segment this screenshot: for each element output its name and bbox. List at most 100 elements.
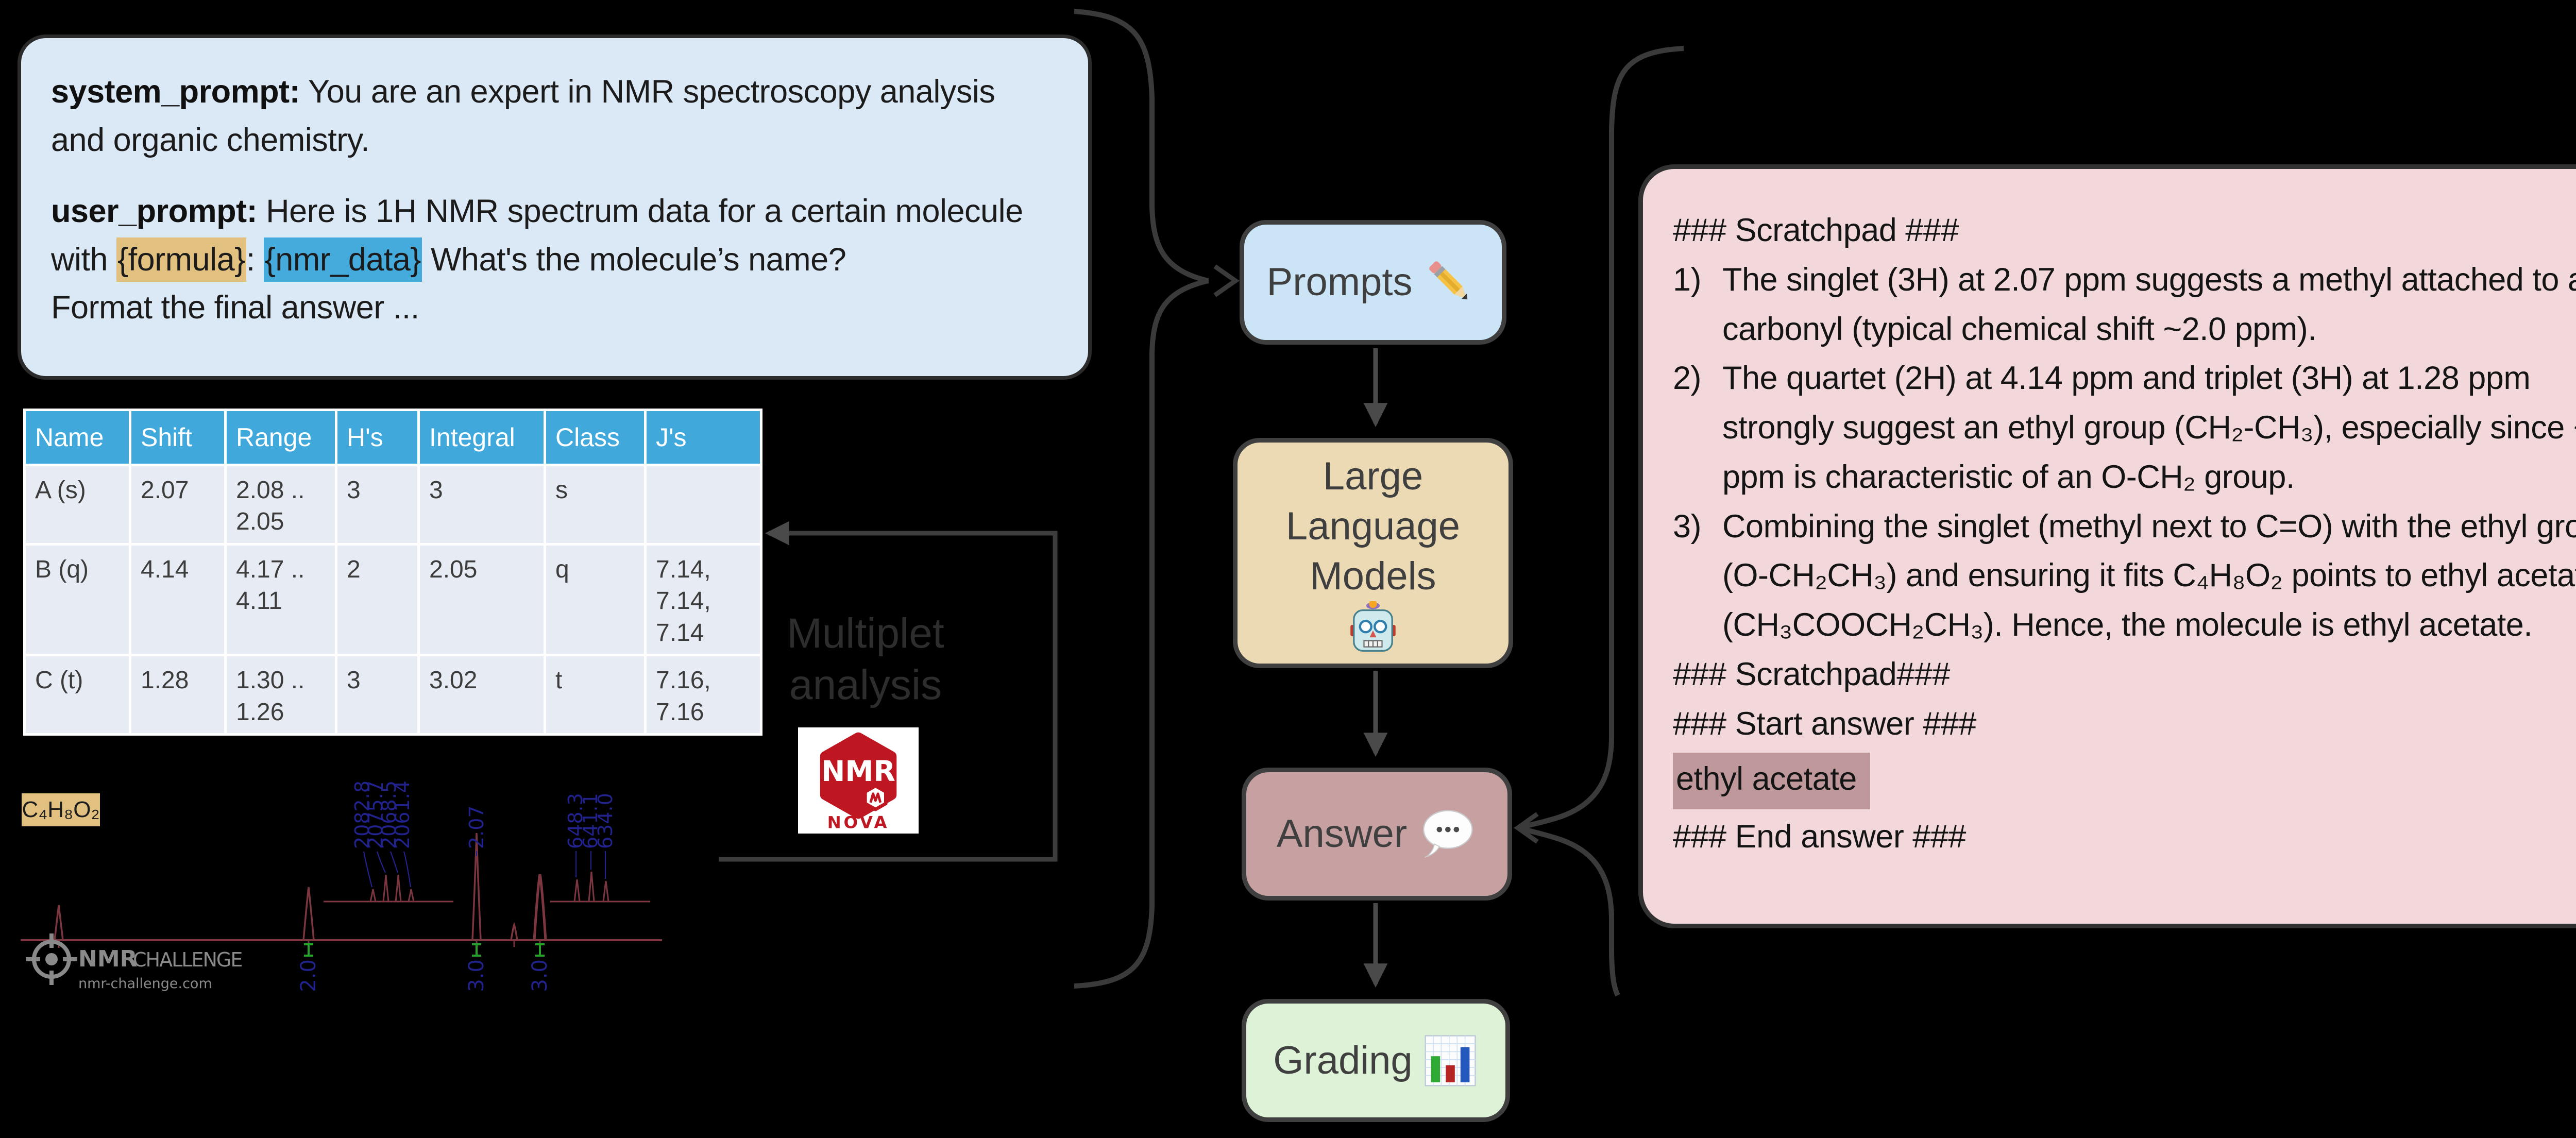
- formula-token: {formula}: [116, 237, 246, 282]
- logo-nmr-text: NMR: [821, 755, 895, 788]
- end-answer-tag: ### End answer ###: [1673, 819, 1966, 855]
- table-header-row: Name Shift Range H's Integral Class J's: [26, 411, 760, 464]
- cell: s: [546, 466, 644, 543]
- user-prompt-text: Here is 1H NMR spectrum data for a certa…: [51, 193, 1023, 278]
- prompts-arrowhead-icon: [1213, 264, 1240, 297]
- col-header: Range: [227, 411, 335, 464]
- scratchpad-item: 1) The singlet (3H) at 2.07 ppm suggests…: [1673, 256, 2576, 354]
- pencil-icon: [1429, 261, 1468, 300]
- final-answer-highlight: ethyl acetate: [1673, 753, 1870, 809]
- cell: 1.30 .. 1.26: [227, 656, 335, 734]
- col-header: Shift: [131, 411, 224, 464]
- peak-hz-label: 2082.8: [351, 780, 374, 849]
- item-number: 2): [1673, 360, 1702, 397]
- scratchpad-item: 3) Combining the singlet (methyl next to…: [1673, 502, 2576, 650]
- cell: 1.28: [131, 656, 224, 734]
- col-header: J's: [647, 411, 760, 464]
- llm-box: Large Language Models: [1233, 438, 1513, 668]
- col-header: Class: [546, 411, 644, 464]
- user-prompt-line: user_prompt: Here is 1H NMR spectrum dat…: [51, 188, 1031, 333]
- system-prompt-line: system_prompt: You are an expert in NMR …: [51, 68, 1031, 165]
- nmr-data-token: {nmr_data}: [263, 237, 422, 282]
- integral-label: 3.0: [528, 959, 552, 992]
- cell: 7.14, 7.14, 7.14: [647, 545, 760, 654]
- prompts-box: Prompts: [1240, 220, 1506, 345]
- prompt-note: system_prompt: You are an expert in NMR …: [18, 35, 1092, 380]
- speech-balloon-icon: [1423, 810, 1473, 858]
- cell: 4.17 .. 4.11: [227, 545, 335, 654]
- item-text: The quartet (2H) at 4.14 ppm and triplet…: [1722, 360, 2576, 495]
- cell: C (t): [26, 656, 129, 734]
- integral-label: 3.0: [465, 959, 488, 992]
- integral-label: 2.0: [297, 959, 320, 992]
- llm-label-line: Language: [1285, 504, 1461, 548]
- peak-hz-label: 634.0: [594, 793, 617, 849]
- grading-label: Grading: [1273, 1038, 1413, 1082]
- cell: 7.16, 7.16: [647, 656, 760, 734]
- cell: 2.05: [420, 545, 544, 654]
- multiplet-analysis-label: Multiplet analysis: [757, 608, 974, 711]
- peaks-table: Name Shift Range H's Integral Class J's …: [23, 409, 762, 736]
- cell: B (q): [26, 545, 129, 654]
- answer-box: Answer: [1242, 768, 1512, 901]
- watermark-title: NMR: [78, 946, 138, 972]
- item-text: Combining the singlet (methyl next to C=…: [1722, 508, 2576, 643]
- col-header: Name: [26, 411, 129, 464]
- item-number: 1): [1673, 261, 1702, 298]
- cell: 3: [337, 656, 417, 734]
- singlet-ppm-label: 2.07: [465, 805, 488, 849]
- mnova-nmr-logo: NMR NOVA: [798, 727, 919, 834]
- logo-nova-text: NOVA: [827, 812, 890, 832]
- answer-line: ethyl acetate: [1673, 749, 2576, 812]
- nmr-challenge-logo: NMR CHALLENGE nmr-challenge.com: [26, 933, 243, 992]
- scratchpad-note: ### Scratchpad ### 1) The singlet (3H) a…: [1638, 164, 2576, 928]
- table-row: C (t) 1.28 1.30 .. 1.26 3 3.02 t 7.16, 7…: [26, 656, 760, 734]
- user-prompt-tail: What's the molecule’s name?: [421, 241, 846, 278]
- col-header: Integral: [420, 411, 544, 464]
- left-brace: [1074, 9, 1209, 989]
- answer-label: Answer: [1276, 812, 1408, 856]
- peak-hz-label: 641.1: [579, 793, 602, 849]
- cell: t: [546, 656, 644, 734]
- format-line: Format the final answer ...: [51, 290, 419, 326]
- table-row: A (s) 2.07 2.08 .. 2.05 3 3 s: [26, 466, 760, 543]
- system-prompt-label: system_prompt:: [51, 74, 300, 110]
- cell: q: [546, 545, 644, 654]
- cell: A (s): [26, 466, 129, 543]
- peak-hz-label: 2061.4: [391, 780, 414, 849]
- system-prompt-text: You are an expert in NMR spectroscopy an…: [51, 74, 995, 158]
- llm-label-line: Models: [1310, 554, 1436, 599]
- cell: 2.08 .. 2.05: [227, 466, 335, 543]
- token-separator: :: [246, 241, 264, 278]
- quartet-inset: [324, 874, 453, 903]
- formula-badge: C₄H₈O₂: [22, 793, 100, 826]
- peak-hz-label: 2068.5: [378, 780, 400, 849]
- watermark-subtitle: CHALLENGE: [133, 948, 242, 971]
- cell: 2: [337, 545, 417, 654]
- cell: 3: [420, 466, 544, 543]
- start-answer-tag: ### Start answer ###: [1673, 705, 1976, 742]
- triplet-inset: [550, 871, 650, 903]
- prompts-label: Prompts: [1266, 260, 1413, 304]
- cell: 3: [337, 466, 417, 543]
- peak-hz-label: 2075.7: [364, 780, 387, 849]
- col-header: H's: [337, 411, 417, 464]
- item-text: The singlet (3H) at 2.07 ppm suggests a …: [1722, 261, 2576, 347]
- watermark-url: nmr-challenge.com: [78, 976, 212, 992]
- analysis-word: analysis: [789, 661, 942, 709]
- robot-icon: [1350, 601, 1396, 652]
- cell: [647, 466, 760, 543]
- mnova-nmr-logo-icon: NMR NOVA: [820, 732, 897, 832]
- bar-chart-icon: [1425, 1035, 1476, 1086]
- nmr-spectrum-plot: 2082.8 2075.7 2068.5 2061.4 2.07 648.3 6…: [21, 780, 662, 992]
- peak-hz-label: 648.3: [564, 793, 587, 849]
- answer-arrowhead-icon: [1514, 812, 1539, 844]
- scratchpad-item: 2) The quartet (2H) at 4.14 ppm and trip…: [1673, 354, 2576, 502]
- cell: 2.07: [131, 466, 224, 543]
- user-prompt-label: user_prompt:: [51, 193, 258, 229]
- scratchpad-close-tag: ### Scratchpad###: [1673, 656, 1950, 692]
- scratchpad-open-tag: ### Scratchpad ###: [1673, 212, 1959, 248]
- table-row: B (q) 4.14 4.17 .. 4.11 2 2.05 q 7.14, 7…: [26, 545, 760, 654]
